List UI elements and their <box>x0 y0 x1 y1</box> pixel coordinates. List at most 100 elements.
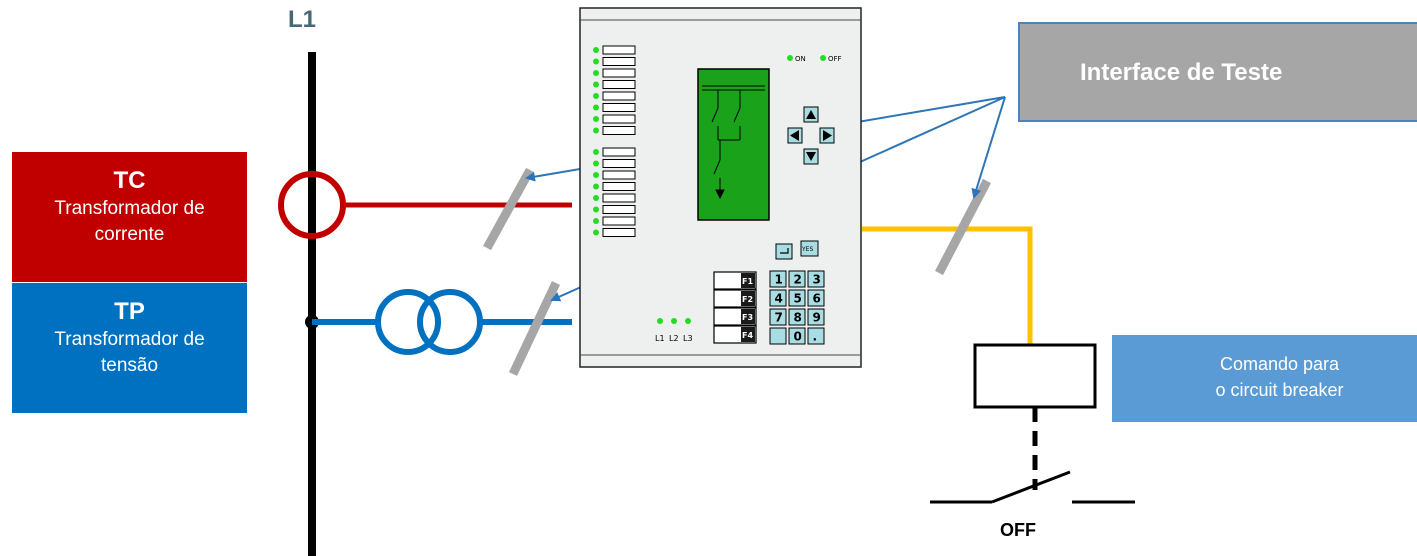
indicator-led <box>593 218 599 224</box>
indicator-led <box>593 81 599 88</box>
tc-title: TC <box>113 167 146 194</box>
keypad-key-label: 1 <box>775 273 783 287</box>
indicator-led <box>593 160 599 167</box>
trip-signal-line <box>862 226 1033 345</box>
indicator-label-slot <box>602 80 636 89</box>
indicator-label-slot <box>602 193 636 203</box>
phase-led-label: L3 <box>683 334 693 343</box>
keypad-key-label: 8 <box>794 311 802 325</box>
function-key-label: F3 <box>742 313 753 322</box>
keypad-key[interactable] <box>769 327 787 345</box>
yes-button[interactable] <box>800 240 819 257</box>
function-key[interactable] <box>741 327 755 342</box>
relay-led-column <box>593 45 636 237</box>
arrow-left-icon <box>790 130 799 141</box>
keypad-key-label: 6 <box>813 292 821 306</box>
command-line2: o circuit breaker <box>1215 380 1344 400</box>
indicator-led <box>593 149 599 155</box>
test-plug-voltage <box>508 281 561 376</box>
keypad-key-label: 5 <box>794 292 802 306</box>
function-key-label: F1 <box>742 277 753 286</box>
phase-led-label: L1 <box>655 334 665 343</box>
keypad-key-label: 7 <box>775 311 783 325</box>
led-on-icon <box>787 55 793 61</box>
keypad-key[interactable] <box>788 308 806 326</box>
indicator-led <box>593 104 599 111</box>
indicator-led <box>593 172 599 178</box>
keypad-key[interactable] <box>807 270 825 288</box>
indicator-label-slot <box>602 126 636 135</box>
keypad-key[interactable] <box>807 289 825 307</box>
keypad-key-label: . <box>813 330 818 344</box>
indicator-led <box>593 195 599 201</box>
keypad-key[interactable] <box>788 327 806 345</box>
led-off-icon <box>820 55 826 61</box>
breaker-blade-icon <box>991 470 1071 504</box>
tc-line1: Transformador de <box>54 198 205 219</box>
function-key-label: F2 <box>742 295 753 304</box>
phase-led <box>671 318 677 324</box>
tp-line2: tensão <box>100 355 159 376</box>
enter-icon <box>780 248 789 254</box>
indicator-label-slot <box>602 216 636 226</box>
indicator-label-slot <box>602 91 636 101</box>
indicator-label-slot <box>602 68 636 78</box>
phase-led <box>685 318 691 324</box>
arrow-to-trip-plug <box>971 96 1006 199</box>
indicator-led <box>593 70 599 76</box>
keypad-key-label: 9 <box>813 311 821 325</box>
tc-line2: corrente <box>94 224 165 245</box>
breaker-coil-icon <box>973 343 1097 409</box>
enter-button[interactable] <box>775 243 793 260</box>
breaker-command-box: Comando para o circuit breaker <box>1112 335 1417 422</box>
indicator-led <box>593 183 599 190</box>
indicator-label-slot <box>602 57 636 66</box>
keypad-key[interactable] <box>769 289 787 307</box>
status-off-label: OFF <box>828 55 842 63</box>
indicator-label-slot <box>602 170 636 180</box>
indicator-led <box>593 93 599 99</box>
indicator-label-slot <box>602 45 636 55</box>
indicator-label-slot <box>602 103 636 112</box>
function-key[interactable] <box>741 309 755 324</box>
tp-line1: Transformador de <box>54 329 205 350</box>
bus-label: L1 <box>288 6 317 33</box>
breaker-state-label: OFF <box>1000 520 1036 540</box>
relay-display <box>697 68 770 221</box>
arrow-right-icon <box>823 130 832 141</box>
keypad-key[interactable] <box>769 308 787 326</box>
keypad-key-label: 0 <box>794 330 802 344</box>
indicator-label-slot <box>602 228 636 237</box>
keypad-key-label: 2 <box>794 273 802 287</box>
indicator-led <box>593 47 599 53</box>
keypad-key[interactable] <box>807 308 825 326</box>
indicator-led <box>593 206 599 213</box>
keypad-key[interactable] <box>788 270 806 288</box>
indicator-led <box>593 127 599 134</box>
phase-led <box>657 318 663 324</box>
indicator-label-slot <box>602 159 636 168</box>
keypad-key[interactable] <box>769 270 787 288</box>
keypad-key-label: 4 <box>775 292 783 306</box>
indicator-label-slot <box>602 182 636 191</box>
keypad-key-label: 3 <box>813 273 821 287</box>
indicator-label-slot <box>602 205 636 214</box>
tp-title: TP <box>114 298 145 325</box>
current-transformer-box: TC Transformador de corrente <box>12 152 247 282</box>
function-key[interactable] <box>741 291 755 306</box>
voltage-transformer-coil-1-icon <box>375 289 441 355</box>
indicator-led <box>593 58 599 65</box>
function-key[interactable] <box>741 273 755 288</box>
arrow-down-icon <box>806 152 816 161</box>
voltage-transformer-box: TP Transformador de tensão <box>12 283 247 413</box>
keypad-key[interactable] <box>807 327 825 345</box>
yes-key-label: YES <box>801 246 813 253</box>
keypad-key[interactable] <box>788 289 806 307</box>
indicator-label-slot <box>602 147 636 157</box>
test-interface-box: Interface de Teste <box>1018 22 1417 122</box>
voltage-transformer-coil-2-icon <box>417 289 483 355</box>
